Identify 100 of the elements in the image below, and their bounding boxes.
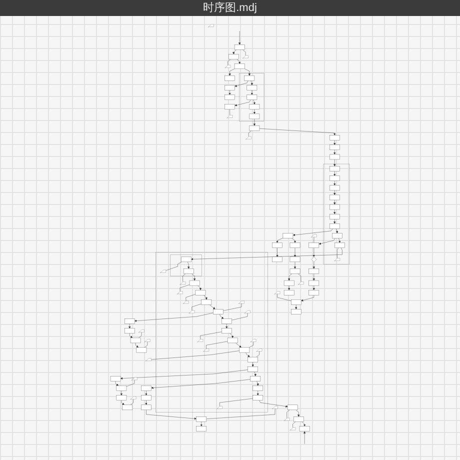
connector	[337, 248, 338, 258]
arrow	[203, 295, 208, 300]
arrow	[334, 171, 336, 176]
cluster	[323, 164, 350, 264]
arrow	[230, 333, 234, 338]
node-note	[180, 282, 186, 285]
node-box	[249, 114, 260, 120]
node-box	[180, 256, 192, 262]
node-box	[330, 144, 340, 150]
arrow	[121, 400, 124, 405]
arrow	[256, 381, 259, 386]
node-box	[330, 224, 340, 229]
node-box	[284, 280, 294, 286]
node-box	[234, 64, 245, 69]
node-box	[248, 366, 258, 372]
node-box	[141, 395, 152, 400]
node-box	[234, 44, 245, 50]
node-box	[239, 347, 250, 353]
node-box	[330, 166, 340, 172]
node-note	[238, 300, 244, 304]
node-box	[222, 318, 232, 324]
node-note	[250, 339, 256, 342]
node-box	[222, 328, 232, 334]
node-note	[144, 339, 150, 342]
node-box	[250, 376, 261, 382]
node-box	[290, 256, 300, 262]
node-note	[334, 258, 340, 262]
node-box	[246, 85, 258, 90]
node-note	[256, 348, 262, 352]
connector	[182, 274, 186, 282]
node-box	[136, 347, 147, 353]
node-note	[146, 358, 152, 362]
connector	[151, 350, 240, 360]
arrow	[334, 219, 336, 224]
node-box	[201, 300, 212, 305]
node-box	[282, 233, 294, 238]
arrow	[338, 238, 341, 243]
node-box	[330, 214, 340, 220]
cluster	[156, 252, 268, 412]
node-note	[160, 270, 166, 274]
node-note	[274, 291, 280, 294]
arrow	[253, 109, 256, 114]
node-box	[330, 176, 340, 181]
node-box	[124, 318, 135, 324]
connector	[228, 59, 231, 66]
node-box	[246, 94, 258, 100]
node-box	[196, 426, 207, 432]
node-box	[116, 395, 127, 400]
connector	[200, 332, 222, 340]
node-note	[272, 406, 278, 410]
node-box	[290, 309, 302, 314]
node-box	[248, 356, 258, 362]
node-box	[224, 104, 235, 110]
node-box	[308, 242, 320, 248]
node-box	[122, 404, 133, 410]
node-note	[246, 136, 252, 140]
node-box	[110, 376, 121, 382]
node-note	[177, 291, 183, 294]
node-note	[138, 330, 144, 333]
node-box	[224, 85, 235, 90]
node-box	[330, 194, 340, 200]
connector	[206, 341, 228, 349]
node-box	[330, 135, 340, 140]
node-note	[188, 310, 195, 314]
node-box	[213, 309, 224, 314]
node-box	[334, 242, 345, 248]
arrow	[250, 90, 254, 95]
node-box	[249, 126, 260, 131]
arrow	[145, 390, 148, 396]
node-box	[290, 300, 302, 305]
node-box	[330, 204, 340, 210]
arrow	[236, 59, 241, 64]
node-box	[330, 154, 340, 160]
node-box	[244, 76, 255, 81]
node-note	[298, 282, 304, 285]
node-box	[290, 268, 300, 274]
window-title: 时序图.mdj	[203, 2, 257, 14]
node-box	[288, 404, 298, 410]
node-box	[284, 290, 294, 296]
node-box	[308, 268, 320, 274]
connector	[292, 422, 296, 428]
node-note	[244, 310, 250, 314]
arrow	[253, 100, 256, 104]
node-box	[249, 104, 260, 110]
node-box	[124, 328, 135, 334]
arrow	[334, 190, 336, 196]
node-note	[216, 406, 222, 410]
node-box	[130, 338, 141, 344]
node-box	[196, 416, 207, 422]
node-box	[228, 54, 239, 60]
arrow	[254, 372, 256, 376]
node-box	[184, 268, 194, 274]
node-box	[299, 426, 310, 432]
node-box	[227, 338, 238, 344]
node-box	[141, 404, 152, 410]
node-box	[141, 386, 152, 391]
arrow	[145, 400, 148, 405]
node-note	[284, 418, 290, 422]
node-note	[130, 396, 136, 400]
node-note	[208, 24, 214, 28]
